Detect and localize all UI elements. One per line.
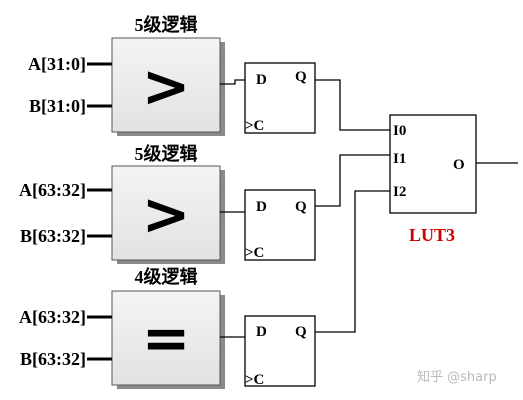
wire-ff-2-to-lut-i1 [315, 154, 390, 207]
flipflop-2-box [244, 189, 316, 261]
lut3-input-i2-label: I2 [393, 184, 406, 200]
flipflop-3-q-label: Q [295, 324, 307, 340]
flipflop-1: D Q >C [244, 62, 316, 134]
comparator-2-box [111, 165, 221, 261]
flipflop-3: D Q >C [244, 315, 316, 388]
lut3-input-i0-label: I0 [393, 123, 406, 139]
comparator-2-input-b-label: B[63:32] [20, 226, 86, 246]
flipflop-1-clk-label: >C [245, 118, 264, 134]
comparator-3-symbol: = [142, 304, 191, 372]
flipflop-2-q-label: Q [295, 199, 307, 215]
comparator-3-input-a-label: A[63:32] [19, 307, 86, 327]
comparator-1: 5级逻辑 > A[31:0] B[31:0] [28, 14, 225, 136]
flipflop-1-q-label: Q [295, 69, 307, 85]
comparator-2-title: 5级逻辑 [135, 143, 198, 164]
comparator-3-input-b-label: B[63:32] [20, 349, 86, 369]
comparator-2-symbol: > [142, 180, 191, 248]
comparator-2: 5级逻辑 > A[63:32] B[63:32] [19, 143, 225, 264]
comparator-1-input-b-label: B[31:0] [29, 96, 86, 116]
comparator-2-input-a-label: A[63:32] [19, 180, 86, 200]
flipflop-3-clk-label: >C [245, 372, 264, 388]
comparator-3-title: 4级逻辑 [135, 266, 198, 287]
flipflop-1-box [244, 62, 316, 134]
flipflop-2: D Q >C [244, 189, 316, 261]
comparator-1-title: 5级逻辑 [135, 14, 198, 35]
lut3-box [389, 114, 477, 214]
lut3: I0 I1 I2 O LUT3 [389, 114, 518, 245]
comparator-1-symbol: > [142, 52, 191, 120]
lut3-output-label: O [453, 157, 465, 173]
lut3-input-i1-label: I1 [393, 151, 406, 167]
flipflop-2-clk-label: >C [245, 245, 264, 261]
flipflop-2-d-label: D [256, 199, 267, 215]
flipflop-3-d-label: D [256, 324, 267, 340]
wire-comparator-1-to-ff-1 [220, 79, 245, 85]
wire-ff-3-to-lut-i2 [315, 190, 390, 333]
flipflop-1-d-label: D [256, 72, 267, 88]
flipflop-3-box [244, 315, 316, 387]
comparator-3: 4级逻辑 = A[63:32] B[63:32] [19, 266, 225, 389]
watermark: 知乎 @sharp [417, 370, 497, 385]
comparator-1-input-a-label: A[31:0] [28, 54, 86, 74]
lut3-name: LUT3 [409, 225, 455, 245]
comparator-1-box [111, 37, 221, 133]
wire-ff-1-to-lut-i0 [315, 79, 390, 131]
comparator-3-box [111, 290, 221, 386]
